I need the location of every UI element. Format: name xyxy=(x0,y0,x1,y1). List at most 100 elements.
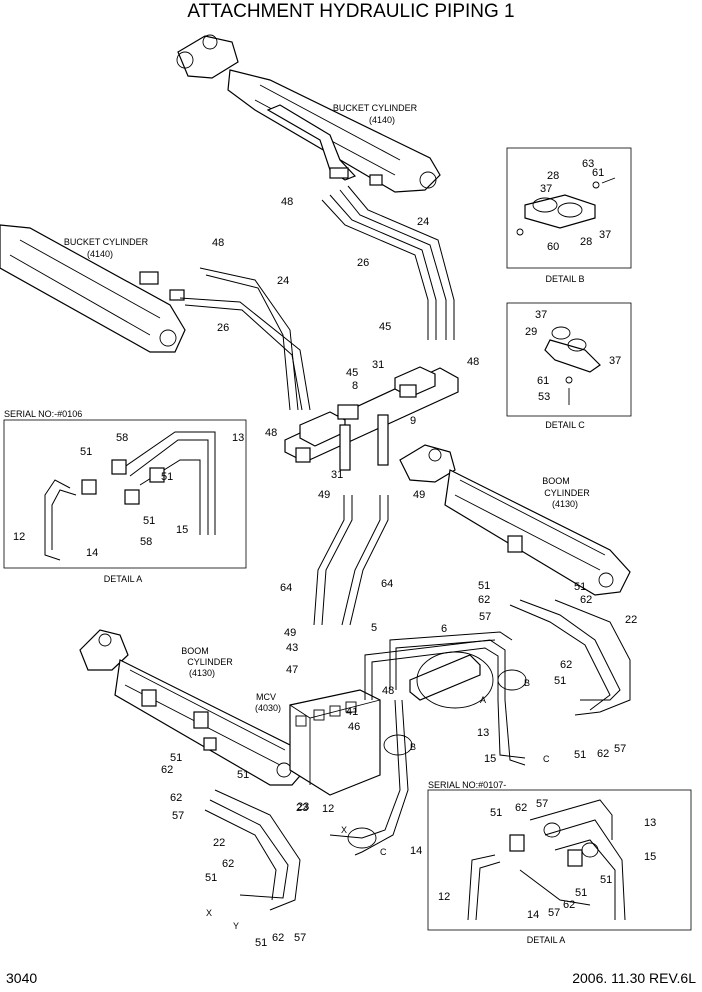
callout-number: 29 xyxy=(525,326,537,338)
boom-cylinder-left-name2: CYLINDER xyxy=(187,657,233,667)
callout-number: 57 xyxy=(536,798,548,810)
callout-number: 62 xyxy=(580,594,592,606)
callout-number: 58 xyxy=(140,536,152,548)
hoses-top xyxy=(321,185,455,340)
callout-number: 8 xyxy=(352,380,358,392)
callout-number: 24 xyxy=(417,216,429,228)
boom-cylinder-right-code: (4130) xyxy=(552,499,578,509)
boom-cylinder-left-code: (4130) xyxy=(189,668,215,678)
callout-number: 51 xyxy=(478,580,490,592)
detail-a-right-box xyxy=(427,789,692,931)
callout-number: 13 xyxy=(232,432,244,444)
bucket-cylinder-top-name: BUCKET CYLINDER xyxy=(333,103,418,113)
callout-number: 12 xyxy=(322,803,334,815)
callout-number: 48 xyxy=(467,356,479,368)
callout-number: 62 xyxy=(597,748,609,760)
callout-number: 62 xyxy=(560,659,572,671)
detail-c-box xyxy=(506,302,632,417)
callout-number: 15 xyxy=(484,753,496,765)
callout-number: 37 xyxy=(609,355,621,367)
callout-number: 51 xyxy=(170,752,182,764)
callout-number: 51 xyxy=(255,937,267,949)
hoses-64 xyxy=(313,495,389,626)
callout-number: 43 xyxy=(286,642,298,654)
callout-number: 51 xyxy=(574,581,586,593)
callout-number: 37 xyxy=(599,229,611,241)
callout-number: 15 xyxy=(644,851,656,863)
letter-c-right: C xyxy=(543,754,550,764)
callout-number: 26 xyxy=(217,322,229,334)
callout-number: 28 xyxy=(580,236,592,248)
bucket-cylinder-top-code: (4140) xyxy=(369,115,395,125)
page-title: ATTACHMENT HYDRAULIC PIPING 1 xyxy=(187,1,514,22)
callout-number: 57 xyxy=(172,810,184,822)
callout-number: 31 xyxy=(372,359,384,371)
callout-number: 62 xyxy=(170,792,182,804)
callout-number: 57 xyxy=(614,743,626,755)
callout-number: 24 xyxy=(277,275,289,287)
callout-number: 53 xyxy=(538,391,550,403)
letter-x-left: X xyxy=(206,908,212,918)
callout-number: 37 xyxy=(540,183,552,195)
letter-a: A xyxy=(480,695,486,705)
callout-number: 49 xyxy=(284,627,296,639)
callout-number: 51 xyxy=(161,471,173,483)
detail-a-right-pipes xyxy=(467,799,626,921)
callout-number: 51 xyxy=(600,874,612,886)
bucket-cylinder-left xyxy=(0,224,186,353)
callout-number: 64 xyxy=(280,582,292,594)
callout-number: 13 xyxy=(477,727,489,739)
detail-b-caption: DETAIL B xyxy=(545,274,584,284)
callout-number: 58 xyxy=(116,432,128,444)
callout-number: 14 xyxy=(86,547,98,559)
callout-number: 5 xyxy=(371,622,377,634)
callout-number: 22 xyxy=(213,837,225,849)
letter-x-lower: X xyxy=(341,825,347,835)
callout-number: 62 xyxy=(222,858,234,870)
callout-number: 48 xyxy=(382,685,394,697)
detail-c-clamp xyxy=(544,326,601,405)
detail-a-left-pipes xyxy=(44,431,216,561)
hoses-22-right xyxy=(509,599,631,716)
letter-b-upper: B xyxy=(524,678,530,688)
detail-a-left-serial: SERIAL NO:-#0106 xyxy=(4,409,82,419)
callout-number: 64 xyxy=(381,578,393,590)
callout-number: 57 xyxy=(479,611,491,623)
boom-cylinder-left-name: BOOM xyxy=(181,646,209,656)
callout-number: 15 xyxy=(176,524,188,536)
callout-number: 60 xyxy=(547,241,559,253)
hoses-23-left xyxy=(204,789,301,911)
callout-number: 45 xyxy=(379,321,391,333)
callout-number: 49 xyxy=(318,489,330,501)
callout-number: 57 xyxy=(294,932,306,944)
callout-number: 28 xyxy=(547,170,559,182)
callout-number: 14 xyxy=(527,909,539,921)
callout-number: 57 xyxy=(548,907,560,919)
boom-cylinder-right-name2: CYLINDER xyxy=(544,488,590,498)
callout-number: 31 xyxy=(331,469,343,481)
detail-b-clamp xyxy=(516,177,616,236)
callout-number: 12 xyxy=(438,891,450,903)
callout-number: 62 xyxy=(161,764,173,776)
callout-number: 48 xyxy=(265,427,277,439)
hoses-left xyxy=(179,267,311,411)
detail-c-caption: DETAIL C xyxy=(545,420,585,430)
callout-number: 6 xyxy=(441,623,447,635)
boom-cylinder-right-name: BOOM xyxy=(542,476,570,486)
detail-a-left-caption: DETAIL A xyxy=(104,574,143,584)
callout-number: 9 xyxy=(410,415,416,427)
letter-c-lower: C xyxy=(380,847,387,857)
callout-number: 47 xyxy=(286,664,298,676)
manifold-block xyxy=(284,366,459,471)
detail-a-right-caption: DETAIL A xyxy=(527,935,566,945)
mcv-code: (4030) xyxy=(255,703,281,713)
callout-number: 48 xyxy=(281,196,293,208)
letter-y-left: Y xyxy=(233,921,239,931)
callout-number: 61 xyxy=(537,375,549,387)
callout-number: 51 xyxy=(574,749,586,761)
callout-number: 51 xyxy=(575,887,587,899)
pipes-mcv xyxy=(329,631,527,856)
callout-number: 48 xyxy=(212,237,224,249)
